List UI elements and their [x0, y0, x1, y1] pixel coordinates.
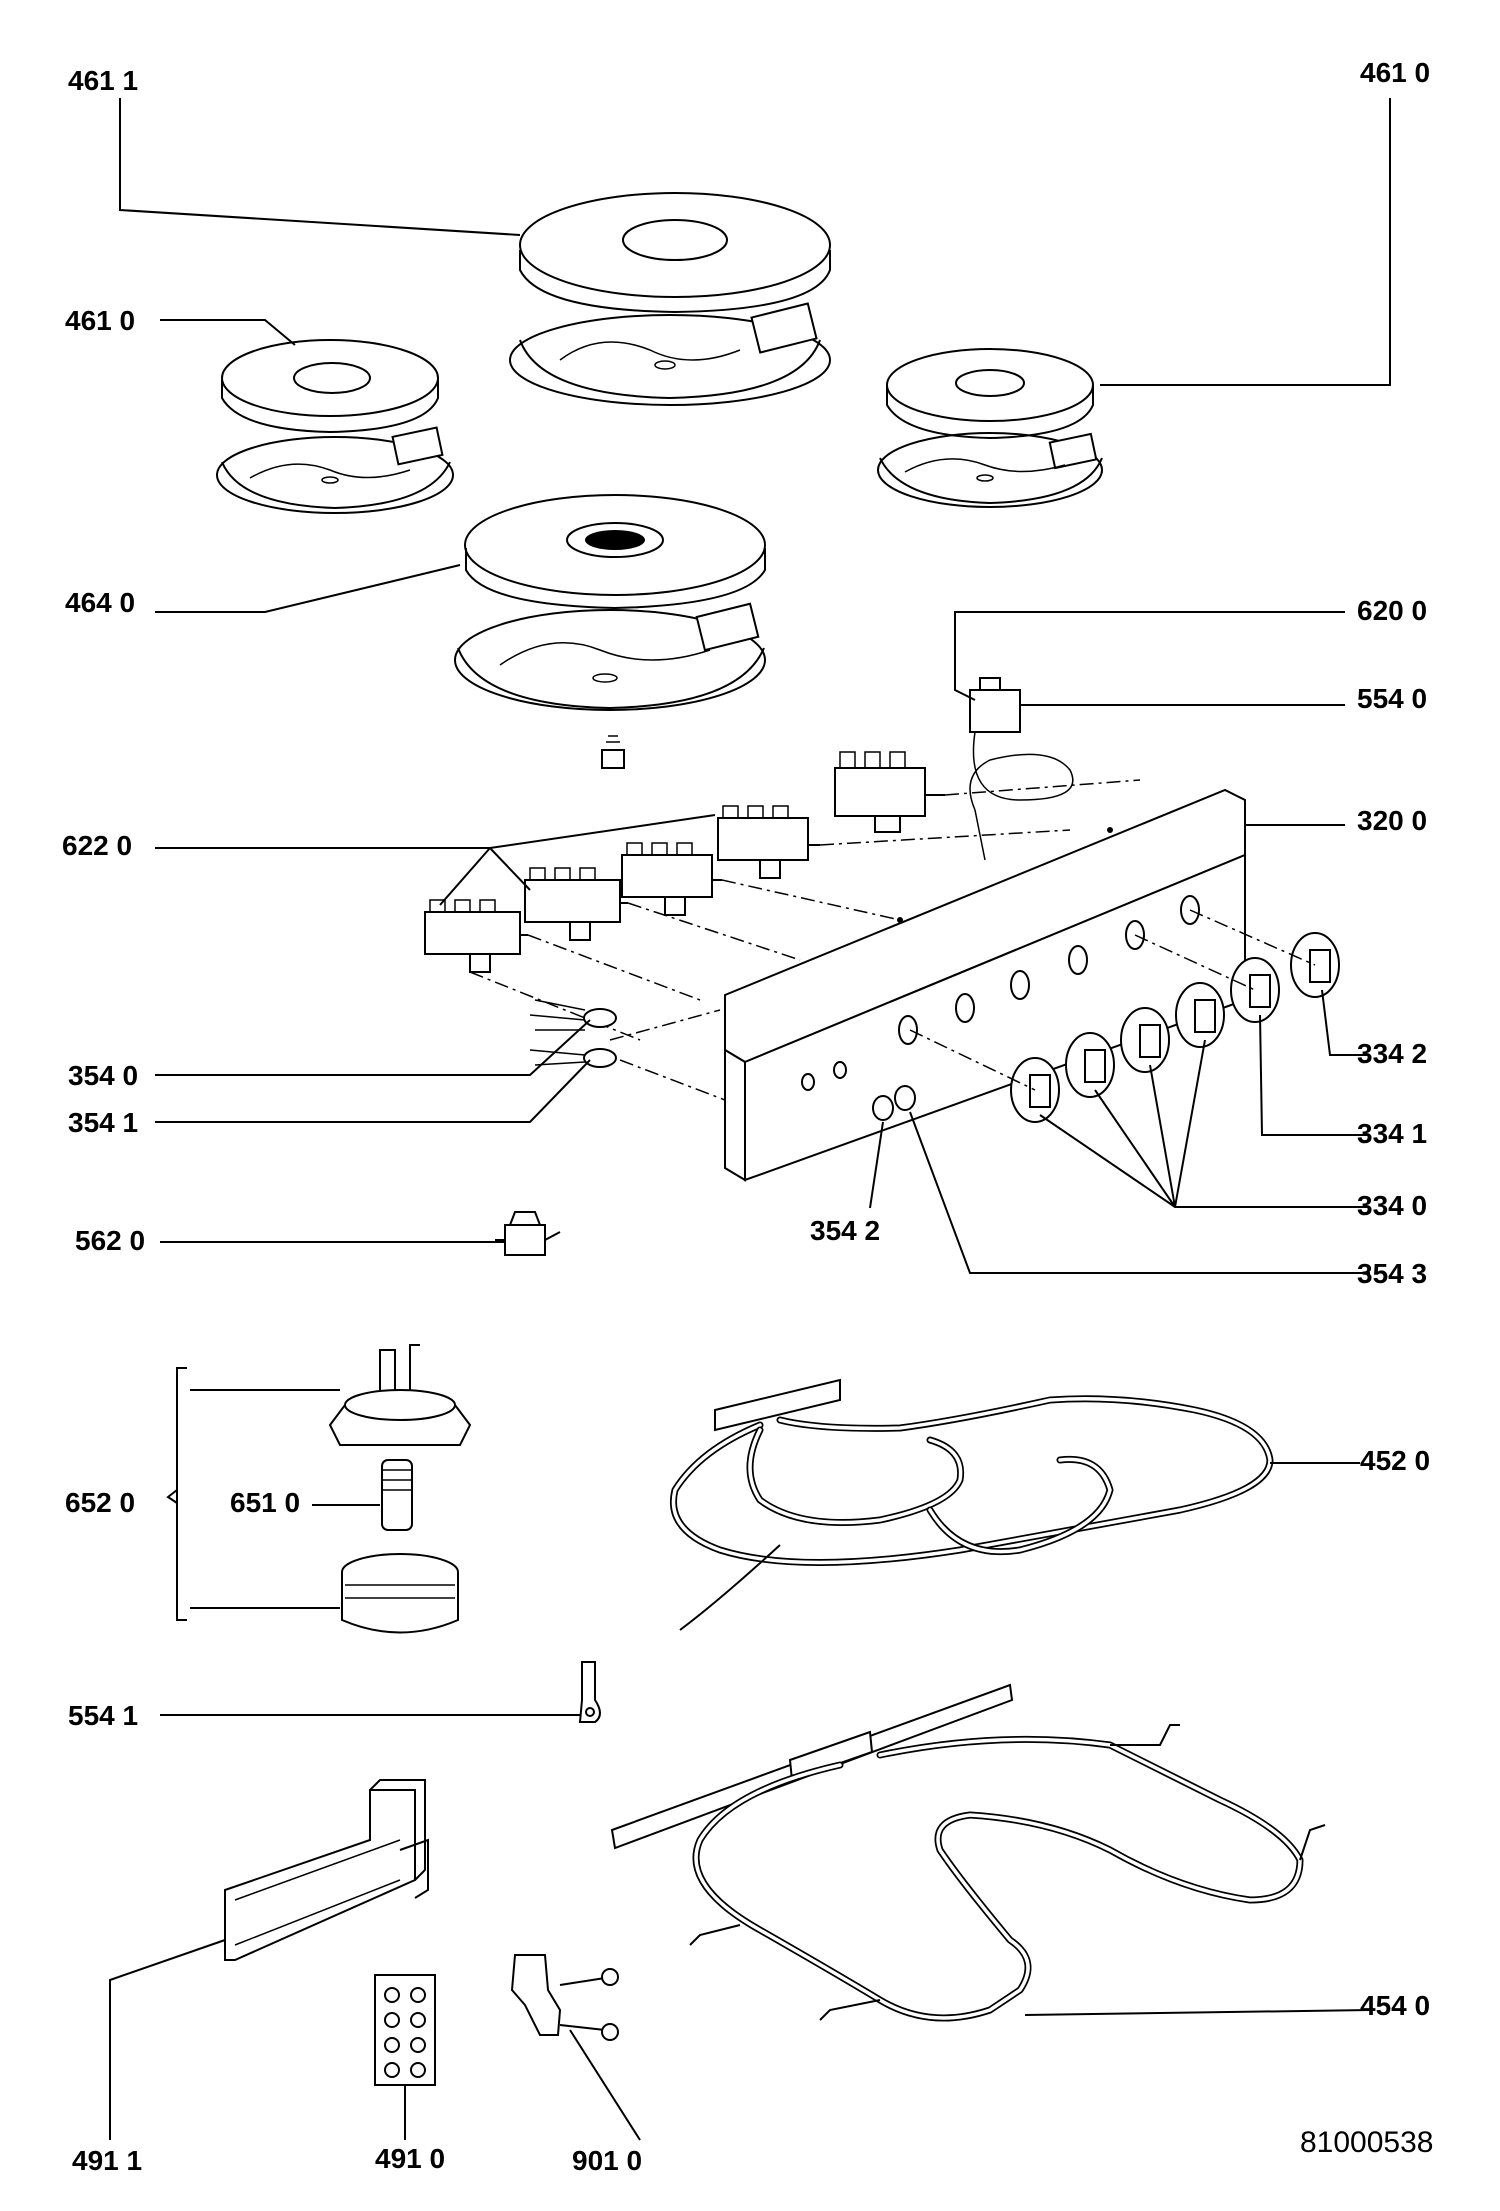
label-3540: 354 0 [68, 1060, 138, 1091]
label-6520: 652 0 [65, 1487, 135, 1518]
label-4520: 452 0 [1360, 1445, 1430, 1476]
label-3543: 354 3 [1357, 1258, 1427, 1289]
assembly-lines [469, 779, 1316, 1101]
label-3542: 354 2 [810, 1215, 880, 1246]
hotplate-small-right [877, 348, 1103, 508]
top-heating-element [670, 1378, 1274, 1631]
label-5541: 554 1 [68, 1700, 138, 1731]
label-4610-top: 461 0 [1360, 57, 1430, 88]
hotplate-small-left [216, 339, 454, 514]
door-switch [495, 1211, 561, 1256]
terminal-cover [224, 1779, 429, 1961]
label-4611: 461 1 [68, 65, 138, 96]
leader-lines [109, 98, 1391, 2141]
label-4910: 491 0 [375, 2143, 445, 2174]
label-4610-left: 461 0 [65, 305, 135, 336]
label-4911: 491 1 [72, 2145, 142, 2176]
hotplate-large [509, 192, 831, 406]
label-3200: 320 0 [1357, 805, 1427, 836]
label-6220: 622 0 [62, 830, 132, 861]
cable-clamp [510, 1954, 619, 2041]
label-6200: 620 0 [1357, 595, 1427, 626]
indicator-lenses [872, 1085, 916, 1121]
label-5620: 562 0 [75, 1225, 145, 1256]
label-4640: 464 0 [65, 587, 135, 618]
label-4540: 454 0 [1360, 1990, 1430, 2021]
thermostat-bracket [578, 1661, 601, 1723]
document-number: 81000538 [1300, 2126, 1433, 2159]
small-screw-part [601, 735, 625, 769]
hotplate-rapid [454, 494, 766, 711]
label-5540: 554 0 [1357, 683, 1427, 714]
label-6510: 651 0 [230, 1487, 300, 1518]
thermostat [969, 677, 1074, 861]
part-labels: 461 1 461 0 461 0 464 0 620 0 554 0 320 … [62, 57, 1433, 2176]
label-3341: 334 1 [1357, 1118, 1427, 1149]
oven-lamp-assembly [166, 1344, 472, 1634]
label-3541: 354 1 [68, 1107, 138, 1138]
terminal-block [374, 1974, 436, 2086]
label-3340: 334 0 [1357, 1190, 1427, 1221]
label-3342: 334 2 [1357, 1038, 1427, 1069]
label-9010: 901 0 [572, 2145, 642, 2176]
energy-regulators [424, 751, 945, 973]
indicator-lamps [529, 999, 617, 1068]
bottom-heating-element [610, 1683, 1326, 2022]
